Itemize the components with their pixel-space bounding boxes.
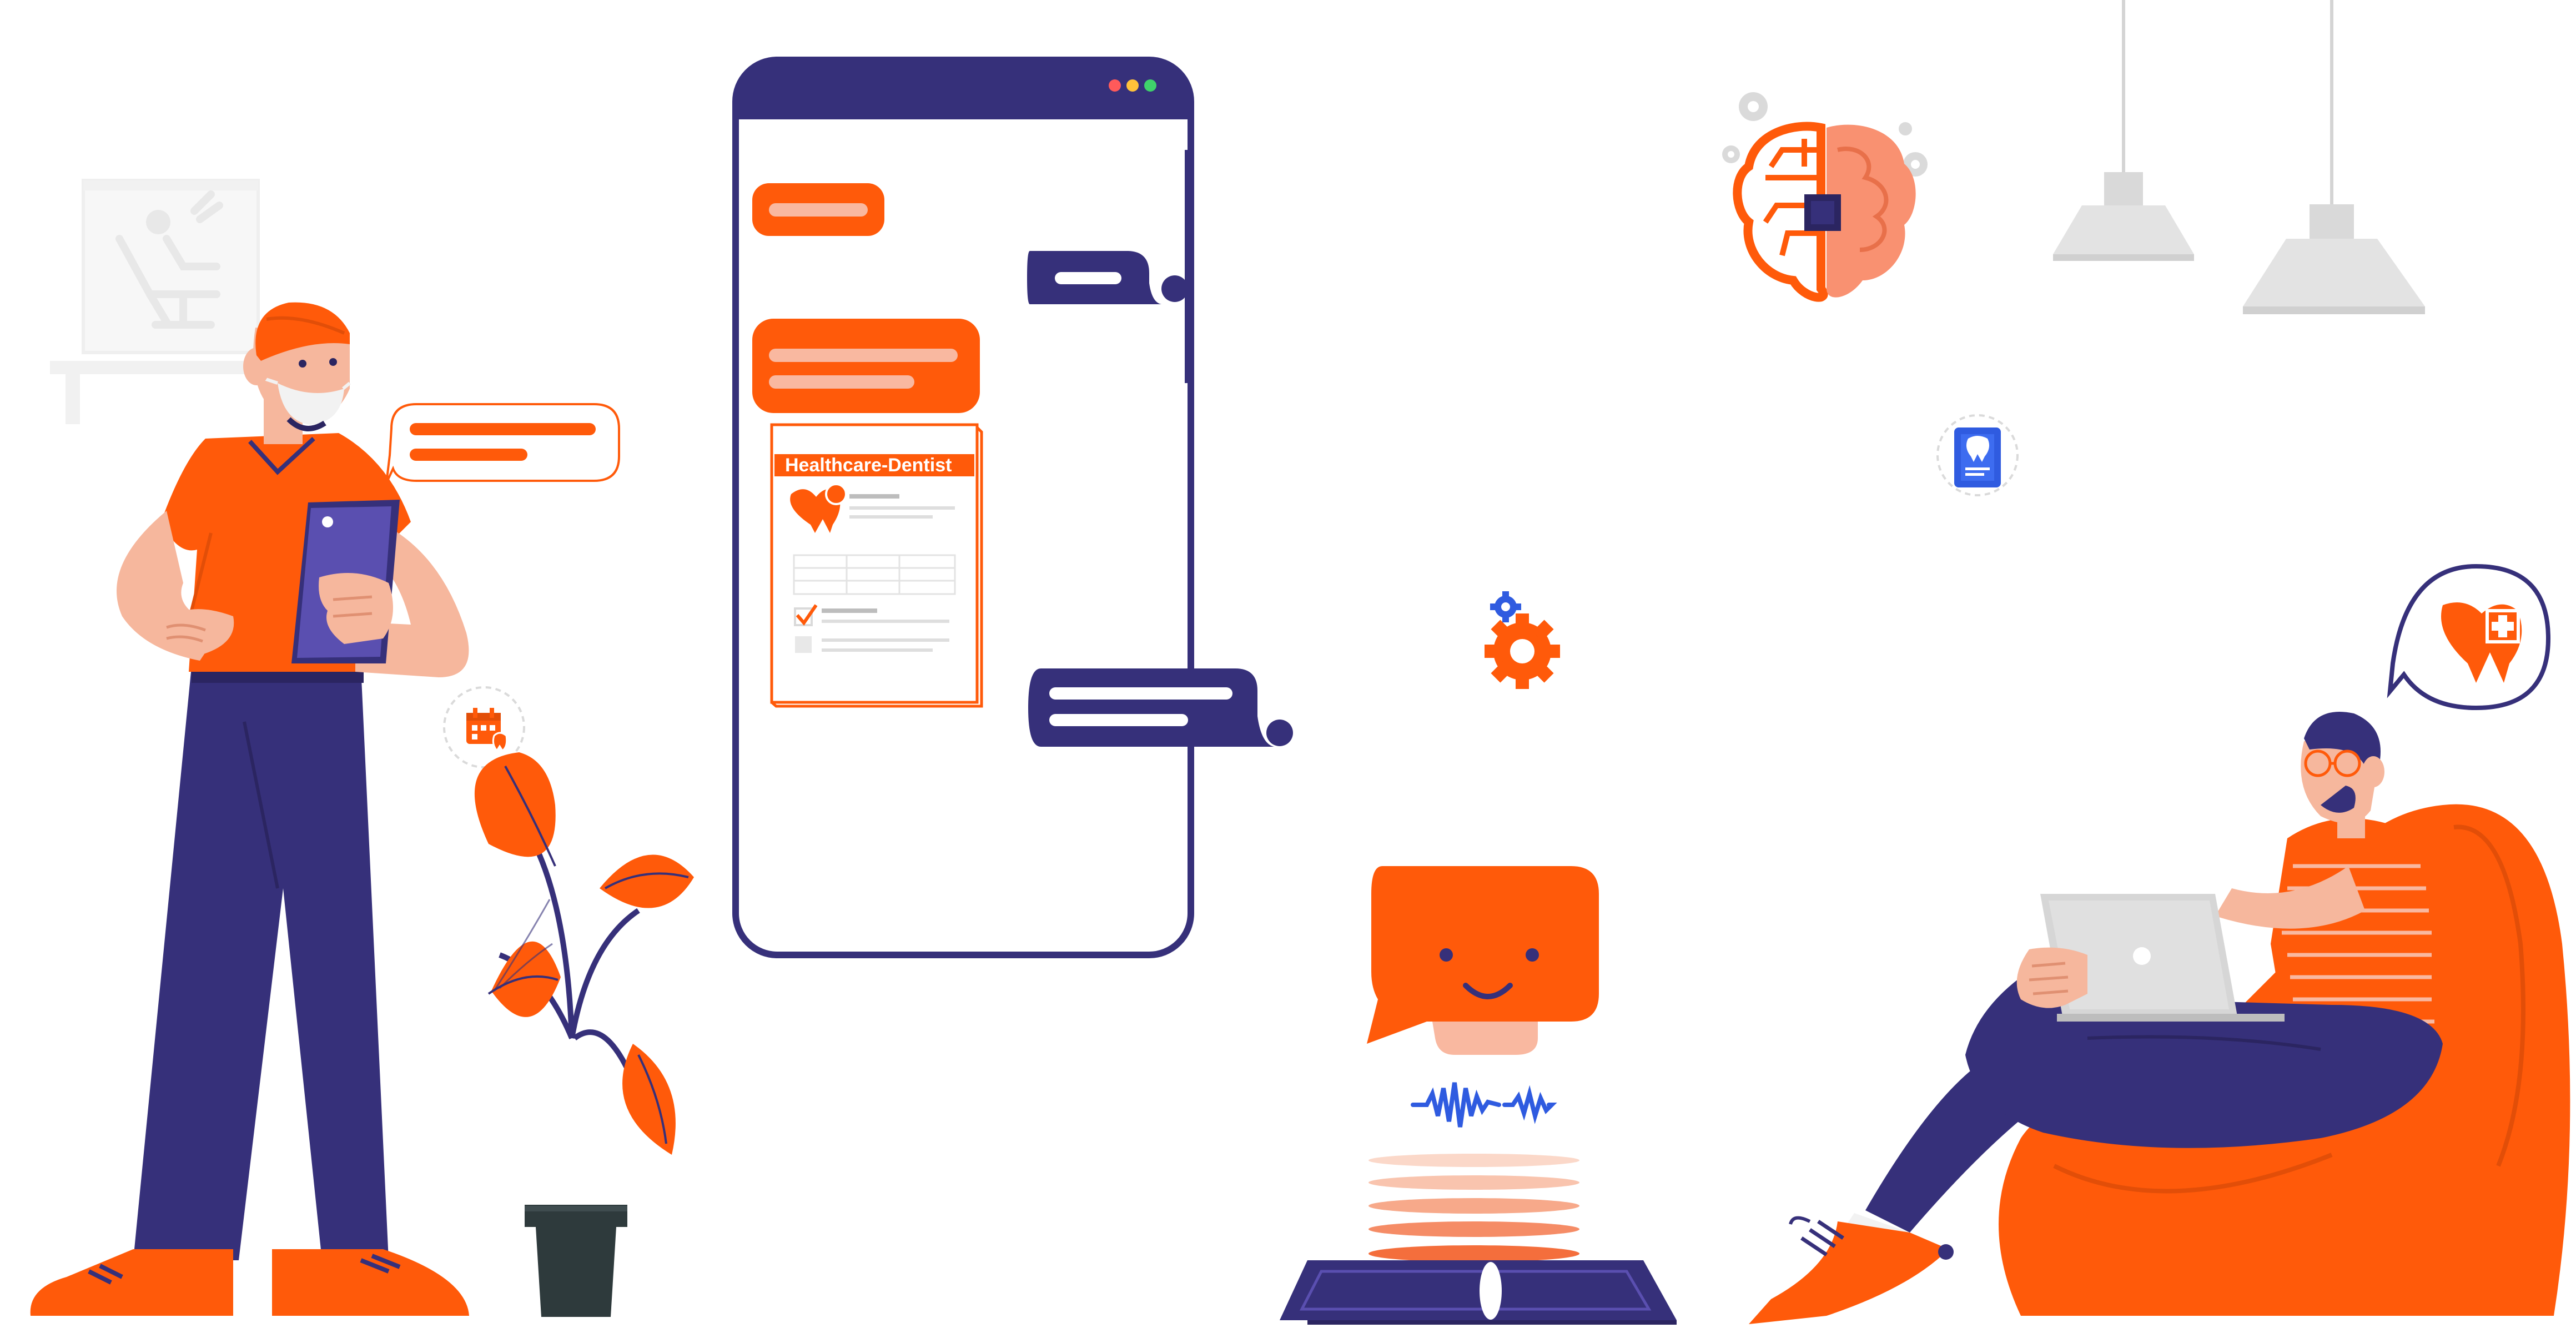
- tooth-alert-icon: [790, 483, 847, 533]
- eyeglasses: [2304, 750, 2361, 777]
- tooth-plus-icon: [2387, 564, 2551, 711]
- laptop-device: [2040, 894, 2285, 1022]
- right-shoe: [272, 1249, 469, 1316]
- ceiling-lamp-left: [2053, 0, 2194, 261]
- voice-wave-icon: [1411, 1082, 1557, 1128]
- dental-chair-icon: [115, 190, 223, 329]
- calendar-tooth-icon: [443, 686, 525, 768]
- patient-figure: [1749, 712, 2443, 1324]
- gear-icon: [1722, 92, 1928, 177]
- ceiling-lamp-right: [2243, 0, 2425, 314]
- maximize-dot[interactable]: [1144, 79, 1156, 92]
- dental-chair-poster: [50, 179, 266, 424]
- dentist-speech-bubble: [385, 403, 620, 484]
- smiley-chat-bot-icon: [1367, 866, 1599, 1055]
- minimize-dot[interactable]: [1126, 79, 1139, 92]
- document-title: Healthcare-Dentist: [785, 455, 952, 476]
- checkbox-checked: [794, 604, 818, 626]
- ai-brain-chip-icon: [1722, 92, 1928, 302]
- chat-bubble-incoming-1: [752, 183, 884, 236]
- hologram-rings: [1368, 1154, 1579, 1262]
- chat-bubble-incoming-2: [752, 319, 980, 413]
- phone-mockup: Healthcare-Dentist: [732, 57, 1293, 958]
- chat-bubble-outgoing-2: [1028, 668, 1293, 747]
- document-table: [793, 554, 956, 595]
- healthcare-document-card: Healthcare-Dentist: [770, 423, 983, 708]
- hologram-platform: [1280, 1260, 1677, 1325]
- tooth-report-icon: [1936, 414, 2019, 496]
- gears-icon: [1485, 591, 1560, 689]
- dentist-figure: [30, 302, 469, 1316]
- patient-shoe: [1749, 1221, 1949, 1324]
- potted-plant: [474, 752, 694, 1317]
- close-dot[interactable]: [1109, 79, 1121, 92]
- chat-bubble-outgoing-1: [1027, 251, 1188, 304]
- window-controls: [1109, 79, 1156, 92]
- face-mask: [278, 383, 344, 425]
- left-shoe: [30, 1249, 234, 1316]
